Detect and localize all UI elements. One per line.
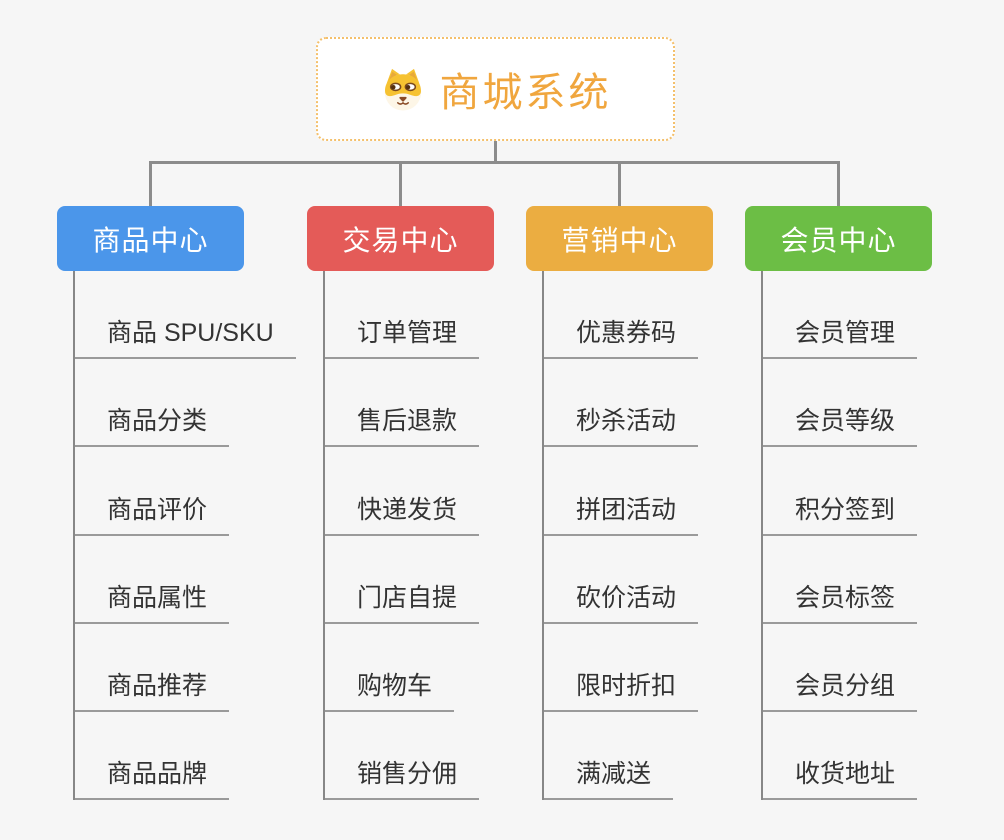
connector-stub-marketing: [618, 163, 621, 206]
connector-stub-product: [149, 163, 152, 206]
branch-box-marketing-center[interactable]: 营销中心: [526, 206, 713, 271]
branch-children-marketing-center: 优惠券码 秒杀活动 拼团活动 砍价活动 限时折扣 满减送: [542, 271, 777, 801]
child-node[interactable]: 售后退款: [325, 359, 558, 448]
branch-label: 会员中心: [780, 224, 897, 256]
child-node[interactable]: 秒杀活动: [544, 359, 777, 448]
branch-label: 营销中心: [561, 224, 678, 256]
child-node[interactable]: 门店自提: [325, 536, 558, 624]
connector-horizontal-bar: [149, 161, 840, 164]
branch-box-trade-center[interactable]: 交易中心: [307, 206, 494, 271]
branch-label: 商品中心: [92, 224, 209, 256]
child-node[interactable]: 积分签到: [763, 447, 996, 536]
branch-label: 交易中心: [342, 224, 459, 256]
root-title: 商城系统: [439, 71, 612, 115]
branch-box-product-center[interactable]: 商品中心: [57, 206, 244, 271]
child-node[interactable]: 会员分组: [763, 624, 996, 712]
child-node[interactable]: 订单管理: [325, 271, 558, 360]
child-node[interactable]: 会员标签: [763, 536, 996, 624]
connector-stub-trade: [399, 163, 402, 206]
child-node[interactable]: 商品品牌: [75, 712, 308, 801]
child-node[interactable]: 快递发货: [325, 447, 558, 536]
branch-children-trade-center: 订单管理 售后退款 快递发货 门店自提 购物车 销售分佣: [323, 271, 558, 801]
branch-box-member-center[interactable]: 会员中心: [745, 206, 932, 271]
connector-stub-member: [837, 163, 840, 206]
connector-root-stem: [494, 141, 497, 162]
child-node[interactable]: 满减送: [544, 712, 777, 801]
child-node[interactable]: 收货地址: [763, 712, 996, 801]
child-node[interactable]: 商品推荐: [75, 624, 308, 712]
child-node[interactable]: 购物车: [325, 624, 558, 712]
child-node[interactable]: 商品属性: [75, 536, 308, 624]
child-node[interactable]: 商品评价: [75, 447, 308, 536]
child-node[interactable]: 优惠券码: [544, 271, 777, 360]
child-node[interactable]: 拼团活动: [544, 447, 777, 536]
child-node[interactable]: 商品 SPU/SKU: [75, 271, 308, 360]
child-node[interactable]: 砍价活动: [544, 536, 777, 624]
dog-face-icon: [380, 67, 426, 111]
child-node[interactable]: 销售分佣: [325, 712, 558, 801]
child-node[interactable]: 会员管理: [763, 271, 996, 360]
branch-children-member-center: 会员管理 会员等级 积分签到 会员标签 会员分组 收货地址: [761, 271, 996, 801]
child-node[interactable]: 商品分类: [75, 359, 308, 448]
child-node[interactable]: 限时折扣: [544, 624, 777, 712]
child-node[interactable]: 会员等级: [763, 359, 996, 448]
root-node[interactable]: 商城系统: [316, 37, 675, 141]
branch-children-product-center: 商品 SPU/SKU 商品分类 商品评价 商品属性 商品推荐 商品品牌: [73, 271, 308, 801]
